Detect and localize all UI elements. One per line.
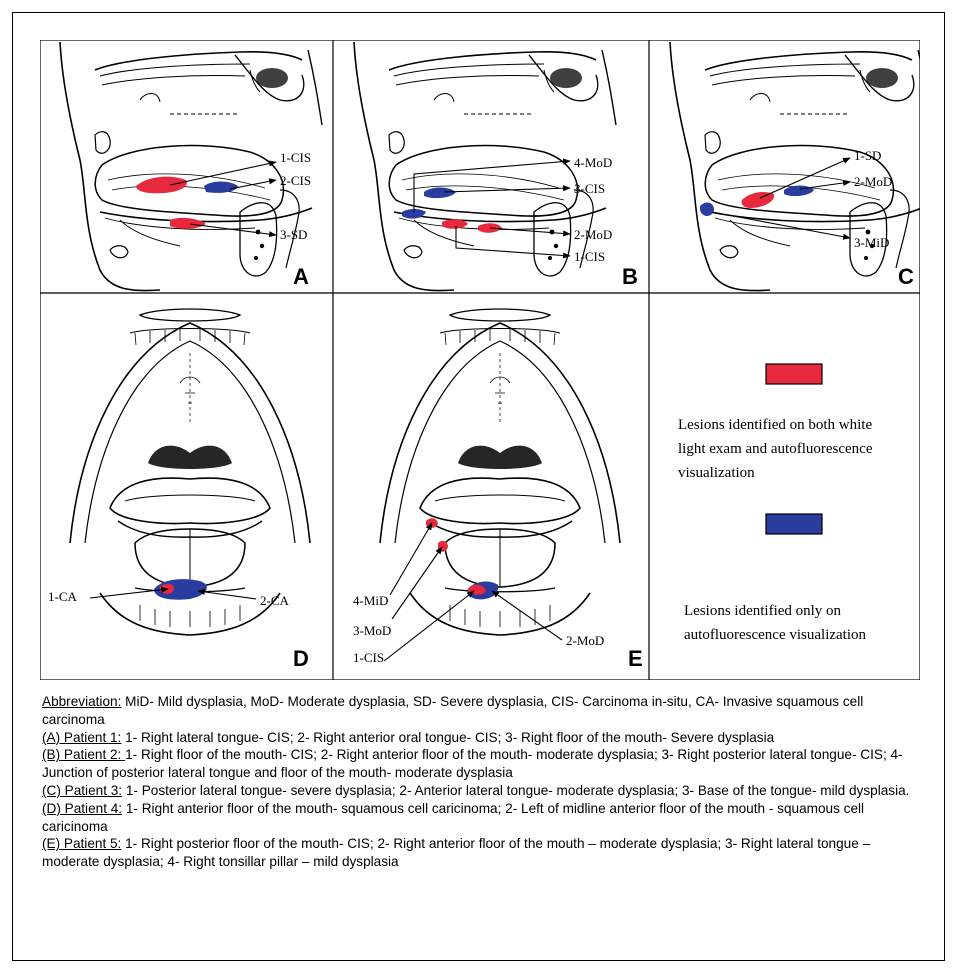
caption-abbreviation: Abbreviation: MiD- Mild dysplasia, MoD- … (42, 693, 922, 729)
caption-patient-4: (D) Patient 4: 1- Right anterior floor o… (42, 800, 922, 836)
caption-patient-1: (A) Patient 1: 1- Right lateral tongue- … (42, 729, 922, 747)
label-a-2: 2-CIS (280, 173, 311, 188)
lesion-blue-c3 (700, 203, 714, 216)
panel-c: 1-SD 2-MoD 3-MiD C (670, 42, 920, 291)
panel-b: 4-MoD 3-CIS 2-MoD 1-CIS B (354, 42, 638, 291)
panel-a: 1-CIS 2-CIS 3-SD A (60, 42, 322, 291)
legend-blue-swatch (766, 514, 822, 534)
panel-letter-c: C (898, 264, 914, 289)
label-b-1: 1-CIS (574, 249, 605, 264)
label-c-3: 3-MiD (854, 235, 889, 250)
lesion-red-a1 (136, 177, 187, 194)
legend-blue-line-2: autofluorescence visualization (684, 627, 867, 643)
label-b-3: 3-CIS (574, 181, 605, 196)
caption-patient-1-head: (A) Patient 1: (42, 730, 121, 745)
figure-caption: Abbreviation: MiD- Mild dysplasia, MoD- … (42, 693, 922, 871)
label-e-3: 3-MoD (353, 623, 391, 638)
caption-patient-4-text: 1- Right anterior floor of the mouth- sq… (42, 801, 864, 834)
legend-red-line-1: Lesions identified on both white (678, 417, 872, 433)
caption-patient-3: (C) Patient 3: 1- Posterior lateral tong… (42, 782, 922, 800)
label-c-2: 2-MoD (854, 174, 892, 189)
label-a-3: 3-SD (280, 227, 307, 242)
label-c-1: 1-SD (854, 148, 881, 163)
panel-letter-b: B (622, 264, 638, 289)
caption-patient-5-head: (E) Patient 5: (42, 836, 121, 851)
label-d-2: 2-CA (260, 593, 290, 608)
lesion-blue-c2 (784, 186, 814, 197)
legend: Lesions identified on both white light e… (678, 364, 873, 643)
lesion-blue-a2 (204, 182, 238, 193)
panel-d: 1-CA 2-CA D (48, 309, 310, 671)
legend-red-line-2: light exam and autofluorescence (678, 441, 873, 457)
label-d-1: 1-CA (48, 589, 78, 604)
figure-grid: 1-CIS 2-CIS 3-SD A 4-MoD 3-CIS 2-MoD 1-C… (40, 40, 920, 680)
panel-letter-d: D (293, 646, 309, 671)
caption-patient-5: (E) Patient 5: 1- Right posterior floor … (42, 835, 922, 871)
caption-patient-2-head: (B) Patient 2: (42, 747, 125, 762)
panel-letter-a: A (293, 264, 309, 289)
caption-abbreviation-head: Abbreviation: (42, 694, 121, 709)
legend-red-swatch (766, 364, 822, 384)
caption-patient-4-head: (D) Patient 4: (42, 801, 122, 816)
caption-patient-1-text: 1- Right lateral tongue- CIS; 2- Right a… (121, 730, 774, 745)
caption-patient-3-head: (C) Patient 3: (42, 783, 122, 798)
legend-blue-line-1: Lesions identified only on (684, 603, 842, 619)
lesion-red-a3 (170, 218, 206, 229)
caption-abbreviation-text: MiD- Mild dysplasia, MoD- Moderate dyspl… (42, 694, 863, 727)
caption-patient-3-text: 1- Posterior lateral tongue- severe dysp… (122, 783, 909, 798)
label-a-1: 1-CIS (280, 150, 311, 165)
label-e-1: 1-CIS (353, 650, 384, 665)
panel-letter-e: E (628, 646, 643, 671)
label-b-4: 4-MoD (574, 155, 612, 170)
panel-e: 4-MiD 3-MoD 1-CIS 2-MoD E (353, 309, 643, 671)
lesion-blue-b3 (424, 188, 456, 199)
label-b-2: 2-MoD (574, 227, 612, 242)
caption-patient-2-text: 1- Right floor of the mouth- CIS; 2- Rig… (42, 747, 903, 780)
label-e-2: 2-MoD (566, 633, 604, 648)
legend-red-line-3: visualization (678, 465, 755, 481)
label-e-4: 4-MiD (353, 593, 388, 608)
caption-patient-2: (B) Patient 2: 1- Right floor of the mou… (42, 746, 922, 782)
caption-patient-5-text: 1- Right posterior floor of the mouth- C… (42, 836, 870, 869)
